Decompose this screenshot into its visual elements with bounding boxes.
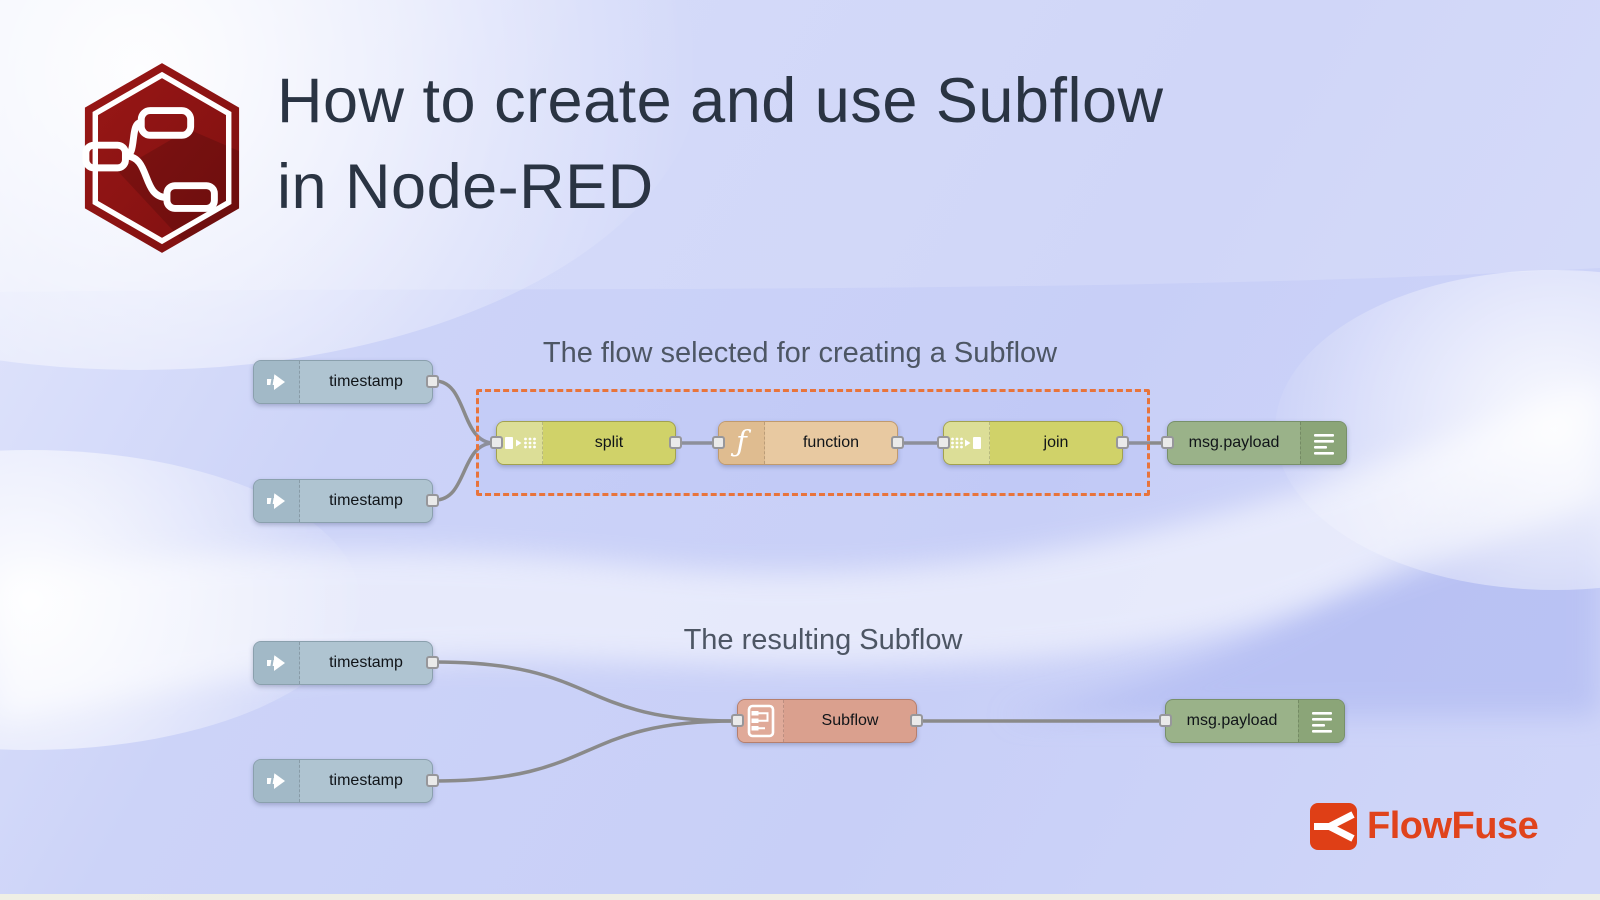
brand-name: FlowFuse (1367, 805, 1539, 847)
node-label: join (1043, 434, 1069, 451)
node-label: timestamp (329, 373, 403, 390)
input-port (490, 436, 503, 449)
node-red-logo-icon (82, 63, 240, 253)
output-port (426, 656, 439, 669)
title-line-1: How to create and use Subflow (277, 66, 1164, 136)
output-port (891, 436, 904, 449)
node-inject-2: timestamp (231, 479, 439, 523)
arrow-right-icon (254, 760, 300, 802)
node-label: msg.payload (1186, 712, 1278, 729)
arrow-right-icon (254, 642, 300, 684)
output-port (910, 714, 923, 727)
node-debug-2: msg.payload (1159, 699, 1367, 743)
split-icon (497, 422, 543, 464)
arrow-right-icon (254, 480, 300, 522)
input-port (1161, 436, 1174, 449)
node-inject-4: timestamp (231, 759, 439, 803)
page-title: How to create and use Subflow in Node-RE… (277, 58, 1164, 230)
output-port (426, 774, 439, 787)
output-port (426, 494, 439, 507)
flowfuse-logo: FlowFuse (1310, 803, 1539, 850)
output-port (1116, 436, 1129, 449)
node-label: timestamp (329, 772, 403, 789)
node-debug-1: msg.payload (1161, 421, 1369, 465)
input-port (712, 436, 725, 449)
node-label: timestamp (329, 492, 403, 509)
arrow-right-icon (254, 361, 300, 403)
list-lines-icon (1298, 700, 1344, 742)
node-label: msg.payload (1188, 434, 1280, 451)
node-inject-1: timestamp (231, 360, 439, 404)
input-port (1159, 714, 1172, 727)
node-function: ƒ function (712, 421, 904, 465)
caption-top: The flow selected for creating a Subflow (542, 337, 1058, 369)
output-port (669, 436, 682, 449)
wire-inject3-subflow (433, 660, 737, 723)
input-port (937, 436, 950, 449)
node-label: timestamp (329, 654, 403, 671)
join-icon (944, 422, 990, 464)
node-label: split (594, 434, 624, 451)
wire-inject1-split (433, 379, 496, 445)
wire-inject4-subflow (433, 719, 737, 783)
wire-inject2-split (433, 441, 496, 502)
node-label: Subflow (821, 712, 879, 729)
title-line-2: in Node-RED (277, 152, 654, 222)
function-f-icon: ƒ (719, 422, 765, 464)
node-label: function (802, 434, 860, 451)
node-split: split (490, 421, 682, 465)
node-subflow: Subflow (731, 699, 923, 743)
caption-bottom: The resulting Subflow (683, 624, 963, 656)
flowfuse-branch-icon (1310, 803, 1357, 850)
list-lines-icon (1300, 422, 1346, 464)
subflow-box-icon (738, 700, 784, 742)
node-join: join (937, 421, 1129, 465)
input-port (731, 714, 744, 727)
node-inject-3: timestamp (231, 641, 439, 685)
output-port (426, 375, 439, 388)
